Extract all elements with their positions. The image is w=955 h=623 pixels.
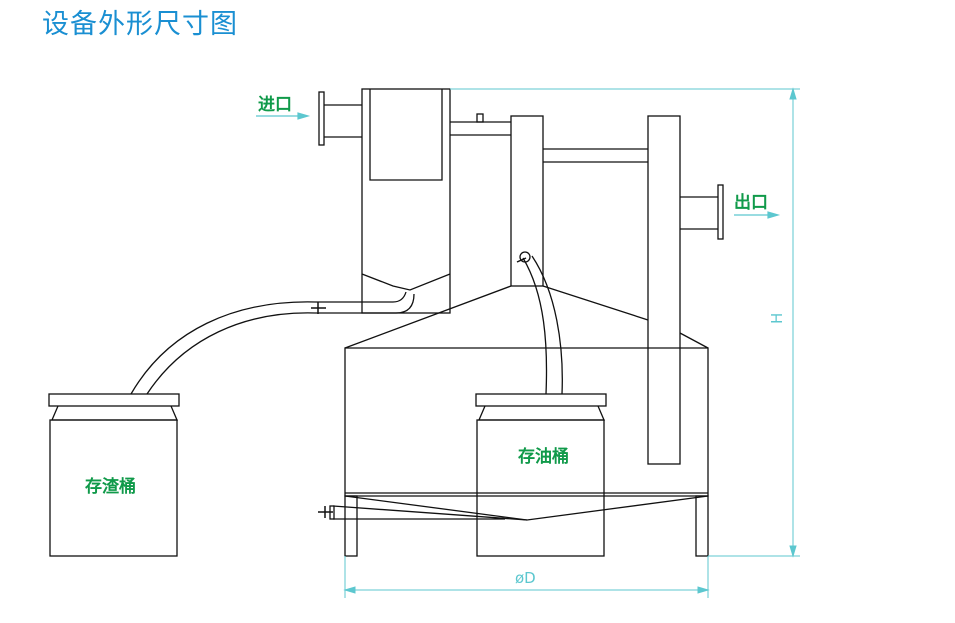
right-connector-pipe [543, 148, 648, 163]
oil-bucket [476, 419, 605, 557]
oil-pipe [522, 255, 563, 395]
vent-stub [476, 113, 484, 123]
outlet-pipe [680, 196, 718, 230]
leg-right [695, 495, 709, 557]
leg-left [344, 495, 358, 557]
oil-bucket-label: 存油桶 [518, 446, 569, 467]
right-column [647, 115, 681, 465]
settling-column [361, 88, 451, 314]
slag-bucket [49, 419, 178, 557]
pivot-joint [519, 251, 531, 263]
slag-bucket-lid [48, 393, 180, 407]
drain-pipe [332, 505, 528, 521]
outlet-label: 出口 [734, 192, 768, 213]
inlet-pipe [324, 104, 362, 138]
middle-column [510, 115, 544, 287]
height-label: H [768, 313, 786, 324]
slag-outlet-pipe [315, 291, 415, 314]
slag-hose [130, 301, 316, 395]
main-tank [344, 347, 709, 497]
inlet-label: 进口 [258, 95, 292, 115]
inlet-box [369, 89, 443, 181]
page-title: 设备外形尺寸图 [42, 9, 238, 40]
oil-bucket-lid [475, 393, 607, 407]
tank-cone-top-right [542, 285, 649, 321]
tank-bottom-cone [344, 495, 709, 521]
top-connector-pipe [450, 121, 511, 136]
tank-cone-top [344, 285, 512, 349]
slag-bucket-label: 存渣桶 [85, 476, 136, 497]
diameter-label: øD [515, 569, 536, 587]
outlet-flange [717, 184, 724, 240]
column-hopper [361, 273, 451, 291]
inlet-flange [318, 91, 325, 146]
